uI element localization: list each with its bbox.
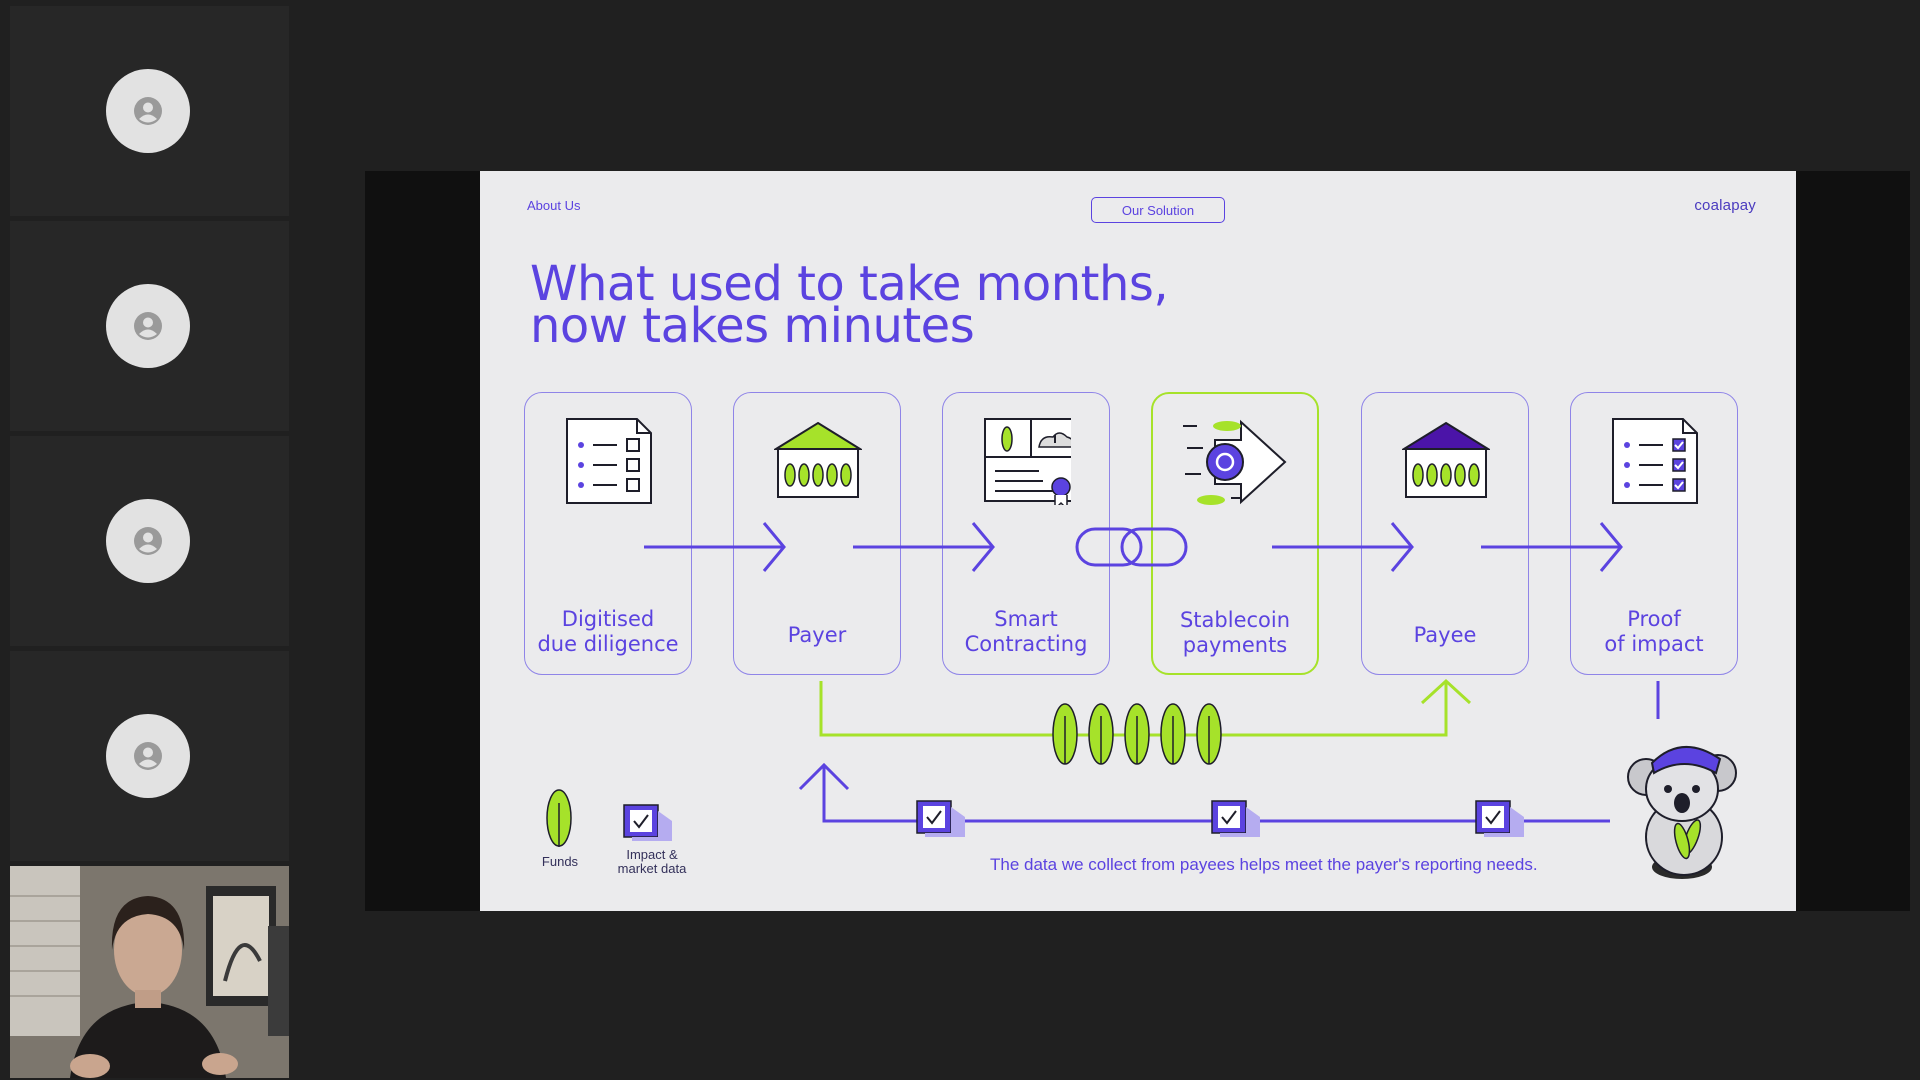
avatar (106, 499, 190, 583)
user-icon (134, 742, 162, 770)
payer-house-icon (774, 421, 862, 498)
user-icon (134, 527, 162, 555)
flow-diagram (546, 522, 1737, 879)
slide-title: What used to take months, now takes minu… (530, 256, 1169, 354)
contract-icon (984, 418, 1071, 505)
checklist-icon (566, 418, 652, 504)
flow-arrows (644, 522, 1623, 572)
avatar (106, 69, 190, 153)
funds-trees (1052, 703, 1222, 765)
legend-funds-label: Funds (541, 854, 579, 869)
stablecoin-arrow-icon (1183, 419, 1287, 505)
user-icon (134, 312, 162, 340)
legend-funds-icon (546, 789, 572, 847)
legend-impact-label: Impact & market data (617, 847, 687, 876)
step-label: Payer (787, 623, 847, 647)
avatar (106, 714, 190, 798)
step-label: Payee (1413, 623, 1477, 647)
slide-nav-label: About Us (527, 198, 581, 213)
data-flow-line (798, 681, 1660, 823)
presenter-video[interactable] (10, 866, 289, 1078)
slide-title-line2: now takes minutes (530, 298, 975, 354)
chain-link-icon (1075, 527, 1188, 567)
avatar (106, 284, 190, 368)
participant-tile[interactable] (10, 6, 289, 216)
legend-impact-data-icon (623, 804, 672, 841)
brand-logo: coalapay (1694, 197, 1756, 214)
slide-caption: The data we collect from payees helps me… (990, 855, 1538, 874)
participant-tile[interactable] (10, 221, 289, 431)
step-card-payee: Payee (1361, 392, 1529, 675)
presentation-slide: About Us Our Solution coalapay What used… (480, 171, 1796, 911)
payee-house-icon (1402, 421, 1490, 498)
participant-tile[interactable] (10, 651, 289, 861)
user-icon (134, 97, 162, 125)
step-card-payer: Payer (733, 392, 901, 675)
presenter-video-frame (10, 866, 289, 1078)
koala-mascot-icon (1627, 746, 1737, 879)
checked-list-icon (1612, 418, 1698, 504)
data-document-icons (916, 800, 1524, 837)
slide-section-tag: Our Solution (1091, 197, 1225, 223)
participant-tile[interactable] (10, 436, 289, 646)
slide-title-line1: What used to take months, (530, 256, 1169, 312)
